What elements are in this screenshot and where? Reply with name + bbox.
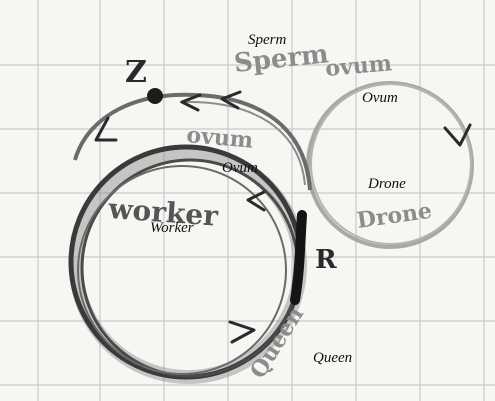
z-node-dot [147, 88, 163, 104]
label-ovum-center: Ovum [222, 160, 258, 176]
label-sperm: Sperm [248, 32, 286, 48]
label-ovum-right: Ovum [362, 90, 398, 106]
label-queen: Queen [313, 350, 352, 366]
label-drone: Drone [367, 176, 406, 192]
handwritten-z: Z [125, 55, 147, 90]
label-worker: Worker [150, 220, 194, 236]
handwritten-r: R [315, 245, 337, 275]
